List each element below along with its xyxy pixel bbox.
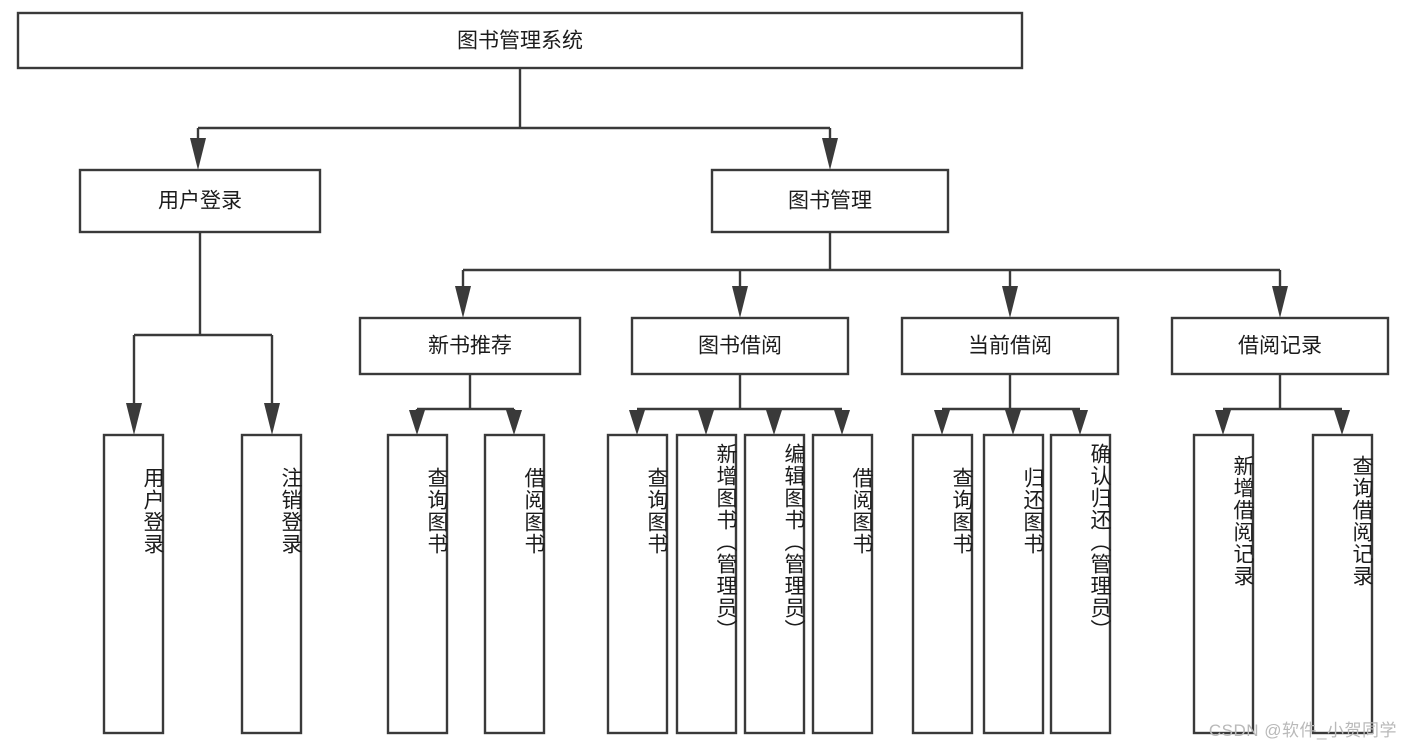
leaf-confirm-return-box[interactable] <box>1049 433 1112 735</box>
leaf-logout-box[interactable] <box>240 433 303 735</box>
arrow-br-leaf-2 <box>1334 410 1350 435</box>
leaf-boxes <box>102 433 1374 735</box>
node-borrow-record[interactable]: 借阅记录 <box>1170 316 1390 376</box>
node-borrow-record-box[interactable] <box>1170 316 1390 376</box>
arrow-user-login-leaf-2 <box>264 403 280 435</box>
leaf-add-book-box[interactable] <box>675 433 738 735</box>
node-book-management-box[interactable] <box>710 168 950 234</box>
node-book-management-label: 图书管理 <box>788 190 872 213</box>
leaf-query-borrow-record-box[interactable] <box>1311 433 1374 735</box>
node-book-management[interactable]: 图书管理 <box>710 168 950 234</box>
arrow-cb-leaf-1 <box>934 410 950 435</box>
node-root-box[interactable] <box>16 11 1024 70</box>
node-borrow-record-label: 借阅记录 <box>1238 335 1322 358</box>
node-book-borrow-box[interactable] <box>630 316 850 376</box>
leaf-borrow-book-box[interactable] <box>811 433 874 735</box>
node-user-login-box[interactable] <box>78 168 322 234</box>
arrow-bm-to-book-borrow <box>732 286 748 318</box>
node-current-borrow[interactable]: 当前借阅 <box>900 316 1120 376</box>
edge-group-borrow-record <box>1215 374 1350 435</box>
node-user-login[interactable]: 用户登录 <box>78 168 322 234</box>
leaf-borrow-book-recommend-box[interactable] <box>483 433 546 735</box>
leaf-query-book-recommend-box[interactable] <box>386 433 449 735</box>
arrow-cb-leaf-2 <box>1005 410 1021 435</box>
node-user-login-label: 用户登录 <box>158 190 242 213</box>
arrow-bb-leaf-3 <box>766 410 782 435</box>
edge-group-user-login <box>126 232 280 435</box>
arrow-bb-leaf-4 <box>834 410 850 435</box>
arrow-bm-to-current-borrow <box>1002 286 1018 318</box>
arrow-bm-to-new-book-recommend <box>455 286 471 318</box>
arrow-bb-leaf-1 <box>629 410 645 435</box>
leaf-query-book-borrow-box[interactable] <box>606 433 669 735</box>
arrow-bb-leaf-2 <box>698 410 714 435</box>
node-book-borrow-label: 图书借阅 <box>698 335 782 358</box>
node-current-borrow-box[interactable] <box>900 316 1120 376</box>
node-current-borrow-label: 当前借阅 <box>968 335 1052 358</box>
node-new-book-recommend[interactable]: 新书推荐 <box>358 316 582 376</box>
leaf-add-borrow-record-box[interactable] <box>1192 433 1255 735</box>
leaf-user-login-box[interactable] <box>102 433 165 735</box>
edge-group-new-book-recommend <box>409 374 522 435</box>
node-root-label: 图书管理系统 <box>457 30 583 53</box>
arrow-cb-leaf-3 <box>1072 410 1088 435</box>
node-root[interactable]: 图书管理系统 <box>16 11 1024 70</box>
leaf-return-book-box[interactable] <box>982 433 1045 735</box>
arrow-nbr-leaf-1 <box>409 410 425 435</box>
arrow-root-to-user-login <box>190 138 206 170</box>
edge-group-book-borrow <box>629 374 850 435</box>
arrow-br-leaf-1 <box>1215 410 1231 435</box>
leaf-edit-book-box[interactable] <box>743 433 806 735</box>
arrow-root-to-book-management <box>822 138 838 170</box>
edge-group-root <box>190 68 838 170</box>
arrow-bm-to-borrow-record <box>1272 286 1288 318</box>
node-new-book-recommend-label: 新书推荐 <box>428 335 512 358</box>
edge-group-current-borrow <box>934 374 1088 435</box>
arrow-nbr-leaf-2 <box>506 410 522 435</box>
node-new-book-recommend-box[interactable] <box>358 316 582 376</box>
arrow-user-login-leaf-1 <box>126 403 142 435</box>
leaf-query-book-current-box[interactable] <box>911 433 974 735</box>
node-book-borrow[interactable]: 图书借阅 <box>630 316 850 376</box>
edge-group-book-management <box>455 232 1288 318</box>
